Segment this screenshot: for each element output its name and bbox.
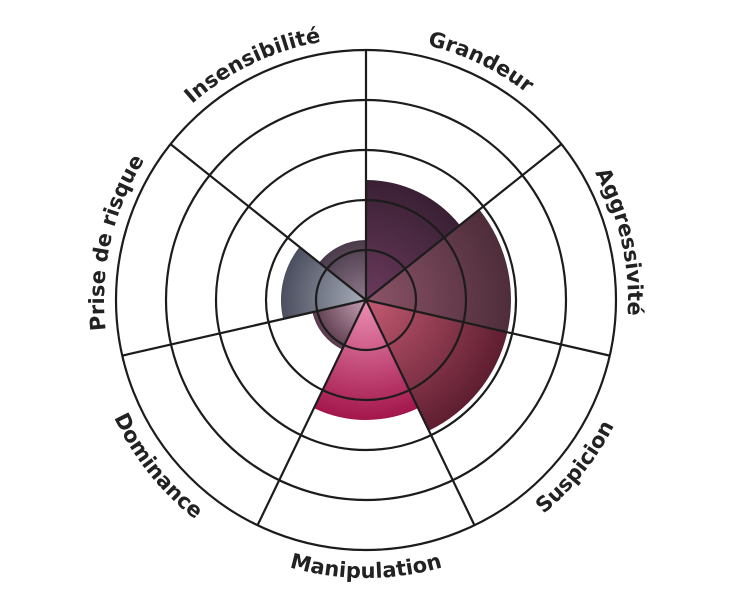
grid-spoke	[122, 298, 367, 357]
sector-insensibilit-	[319, 240, 366, 300]
sector-grandeur	[366, 180, 460, 300]
grid-spoke	[365, 298, 610, 357]
category-label: Suspicion	[531, 416, 619, 517]
grid-spoke	[365, 143, 563, 301]
sector-manipulation	[313, 300, 419, 421]
sector-prise-de-risque	[281, 247, 366, 319]
category-label: Insensibilité	[180, 23, 323, 108]
grid-spoke	[365, 299, 476, 526]
grid	[114, 48, 618, 552]
category-label: Dominance	[109, 409, 207, 524]
grid-spoke	[169, 143, 367, 301]
sectors	[281, 180, 511, 431]
sector-aggressivit-	[366, 209, 511, 333]
category-label: Manipulation	[288, 549, 444, 583]
sector-suspicion	[366, 300, 508, 431]
grid-spoke	[256, 299, 367, 526]
category-label: Aggressivité	[591, 164, 647, 316]
sector-dominance	[312, 300, 366, 350]
